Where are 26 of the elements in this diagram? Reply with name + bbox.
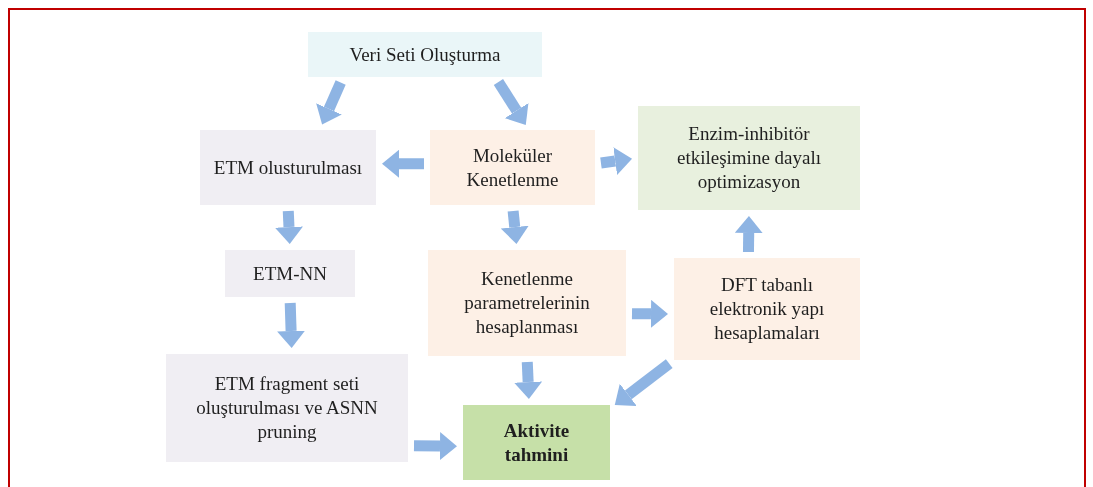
block-arrow: [631, 299, 668, 328]
box-label: ETM fragment seti oluşturulması ve ASNN pruning: [195, 372, 379, 444]
box-label: DFT tabanlı elektronik yapı hesaplamaları: [708, 273, 826, 345]
block-arrow: [493, 79, 529, 125]
block-arrow: [500, 210, 529, 245]
block-arrow: [614, 359, 673, 406]
process-box: [463, 405, 610, 480]
block-arrow: [277, 302, 306, 348]
box-label: Veri Seti Oluşturma: [349, 42, 501, 67]
box-label: Enzim-inhibitör etkileşimine dayalı optimizasyon: [675, 122, 822, 194]
box-label: Moleküler Kenetlenme: [465, 143, 560, 192]
block-arrow: [275, 210, 303, 244]
box-label: ETM-NN: [253, 261, 327, 286]
box-label: ETM olusturulması: [213, 155, 363, 180]
box-label: Aktivite tahmini: [502, 418, 571, 467]
block-arrow: [316, 80, 346, 125]
block-arrow: [413, 432, 457, 461]
block-arrow: [514, 361, 543, 399]
block-arrow: [734, 216, 763, 253]
block-arrow: [382, 149, 424, 178]
process-box: [638, 106, 860, 210]
process-box: [674, 258, 860, 360]
process-box: [428, 250, 626, 356]
block-arrow: [600, 147, 633, 175]
box-label: Kenetlenme parametrelerinin hesaplanması: [463, 267, 591, 339]
process-box: [430, 130, 595, 205]
